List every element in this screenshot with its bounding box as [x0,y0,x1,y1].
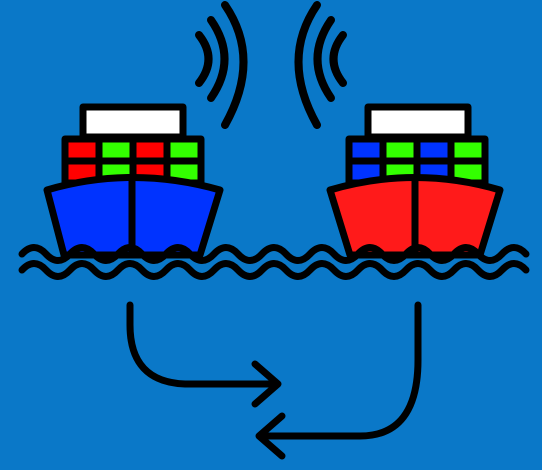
ship-bridge [83,107,183,137]
ship-bridge [368,107,468,137]
